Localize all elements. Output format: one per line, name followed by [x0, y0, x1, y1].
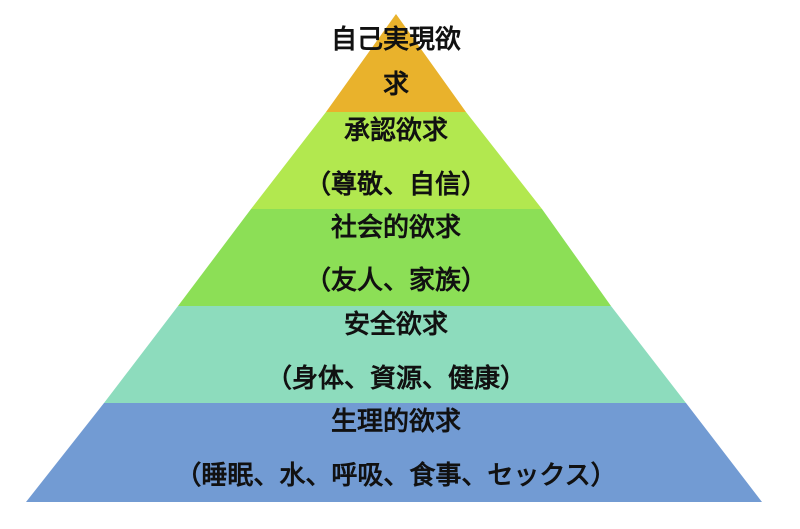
level-esteem-examples: （尊敬、自信） — [305, 169, 487, 200]
level-self-actualization-band — [326, 14, 466, 112]
level-social-band — [178, 209, 611, 306]
level-esteem-band — [251, 112, 542, 209]
level-physiological-examples: （睡眠、水、呼吸、食事、セックス） — [175, 460, 616, 491]
level-safety-examples: （身体、資源、健康） — [266, 363, 526, 394]
level-safety-title: 安全欲求 — [344, 309, 448, 340]
level-social-examples: （友人、家族） — [305, 265, 487, 296]
level-safety-band — [104, 306, 686, 403]
level-self-actualization-line-2: 求 — [383, 70, 409, 100]
level-social-title: 社会的欲求 — [331, 212, 461, 243]
level-self-actualization-line-1: 自己実現欲 — [331, 24, 461, 55]
level-esteem-title: 承認欲求 — [344, 115, 448, 146]
level-physiological-band — [26, 403, 762, 502]
level-physiological-title: 生理的欲求 — [331, 406, 461, 437]
